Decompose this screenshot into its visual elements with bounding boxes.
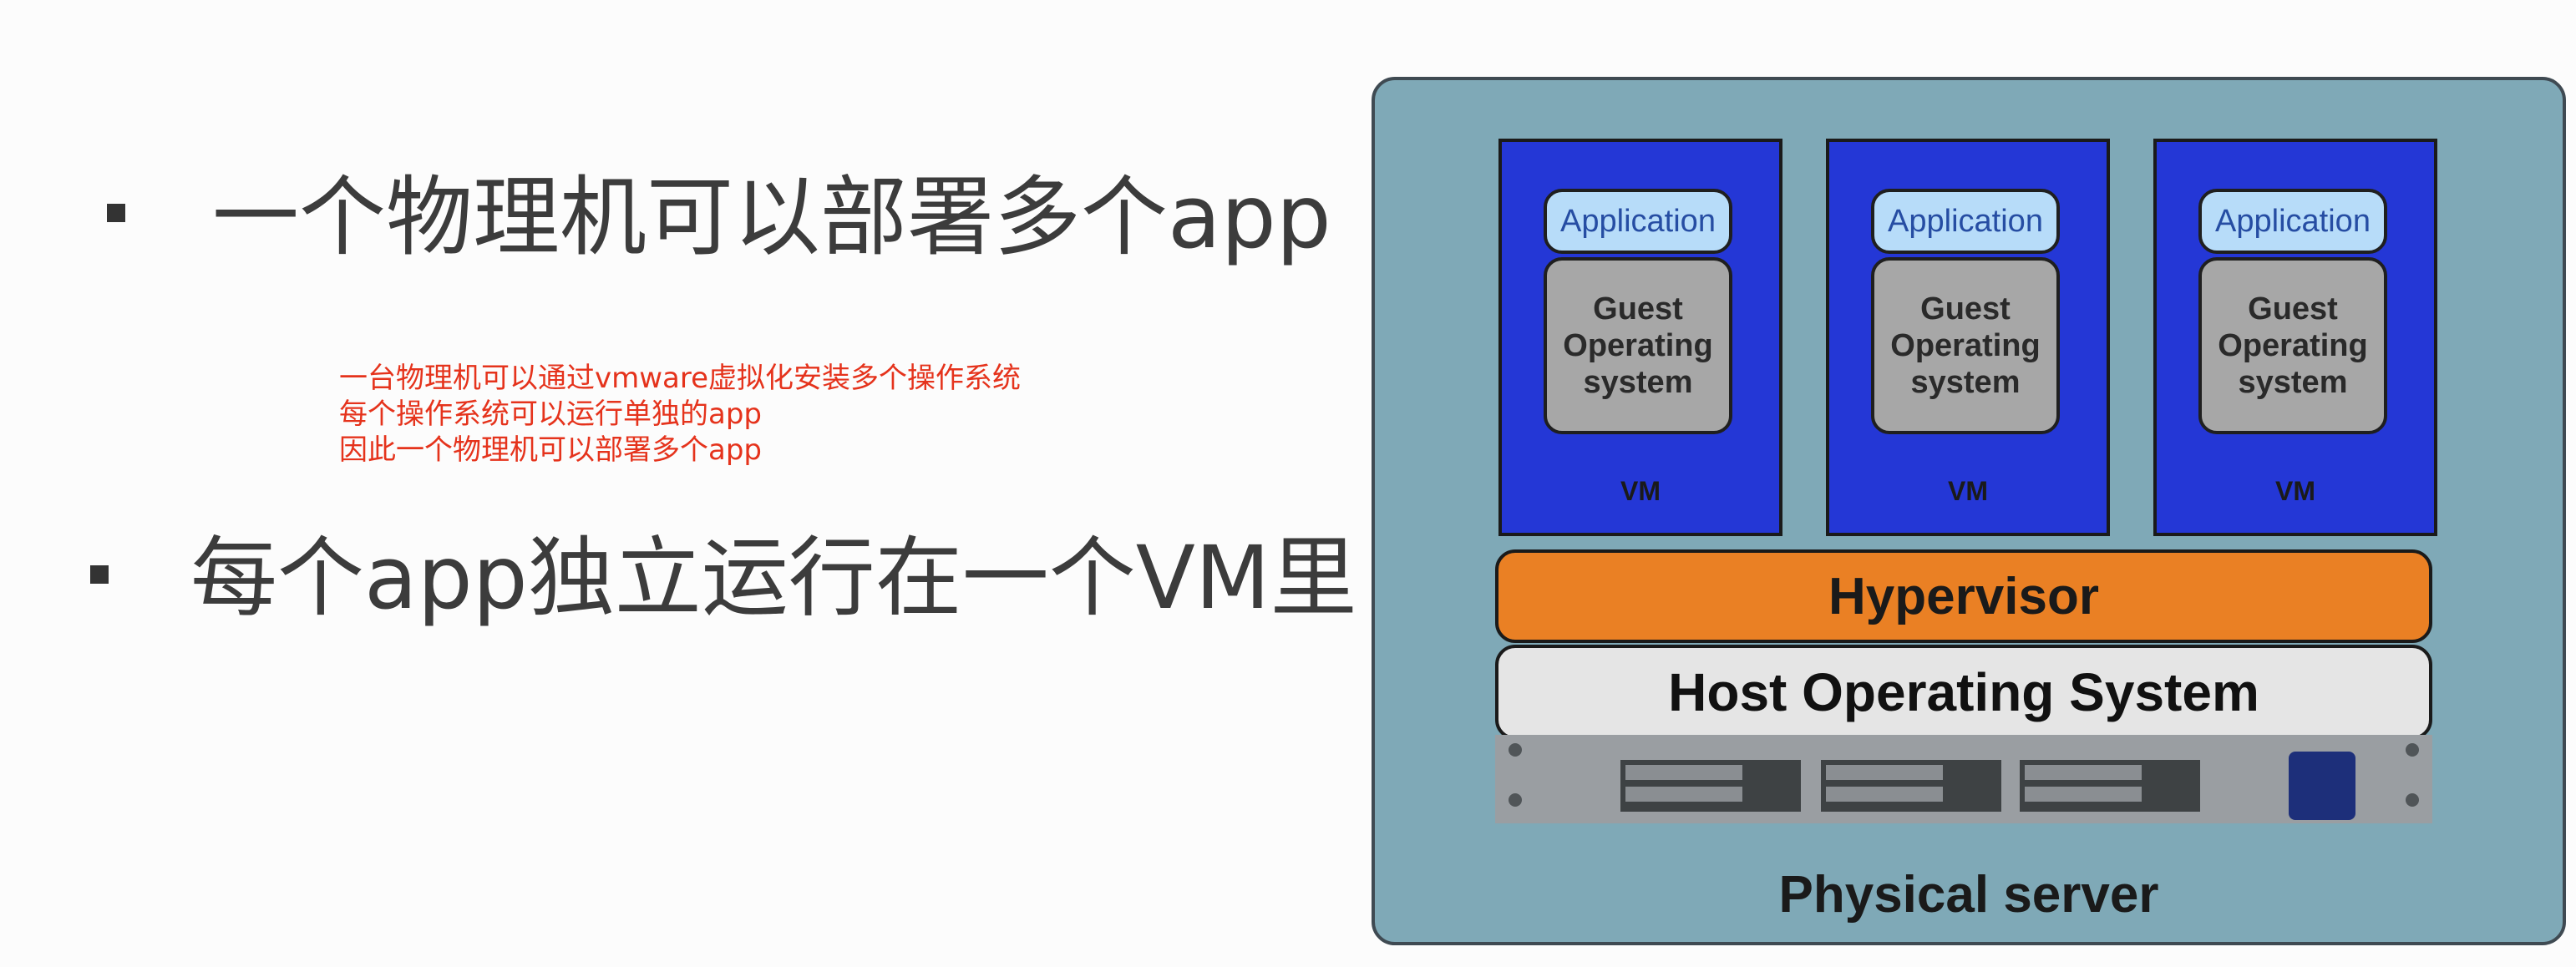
note-line-3: 因此一个物理机可以部署多个app bbox=[339, 433, 762, 467]
note-line-2: 每个操作系统可以运行单独的app bbox=[339, 397, 762, 431]
guest-os-line: Operating bbox=[1563, 328, 1713, 363]
bullet-1-text: 一个物理机可以部署多个app bbox=[212, 166, 1331, 268]
physical-server-label: Physical server bbox=[1778, 866, 2159, 924]
screw-icon bbox=[1509, 793, 1522, 807]
guest-os-line: Guest bbox=[2248, 291, 2338, 327]
bullet-marker-1 bbox=[107, 204, 125, 222]
guest-os-line: Guest bbox=[1920, 291, 2011, 327]
vm-box: Application Guest Operating system VM bbox=[1498, 139, 1782, 536]
bullet-2-text: 每个app独立运行在一个VM里 bbox=[190, 527, 1357, 629]
guest-os-line: system bbox=[1583, 365, 1693, 400]
physical-server: Application Guest Operating system VM Ap… bbox=[1372, 77, 2566, 945]
guest-os-box: Guest Operating system bbox=[1871, 257, 2060, 434]
application-box: Application bbox=[1871, 189, 2060, 254]
vm-label: VM bbox=[1948, 476, 1988, 506]
drive-bay-icon bbox=[1620, 760, 1801, 812]
application-box: Application bbox=[1544, 189, 1732, 254]
drive-bay-icon bbox=[2020, 760, 2200, 812]
vm-label: VM bbox=[2275, 476, 2315, 506]
bullet-marker-2 bbox=[90, 565, 109, 584]
vm-box: Application Guest Operating system VM bbox=[2153, 139, 2437, 536]
guest-os-box: Guest Operating system bbox=[1544, 257, 1732, 434]
note-line-1: 一台物理机可以通过vmware虚拟化安装多个操作系统 bbox=[339, 362, 1022, 395]
vm-label: VM bbox=[1620, 476, 1661, 506]
host-os-layer: Host Operating System bbox=[1495, 645, 2432, 740]
annotation-note: 一台物理机可以通过vmware虚拟化安装多个操作系统 每个操作系统可以运行单独的… bbox=[339, 361, 1021, 468]
server-rack-illustration bbox=[1495, 735, 2432, 823]
screw-icon bbox=[2406, 743, 2419, 757]
power-panel-icon bbox=[2289, 752, 2355, 820]
guest-os-line: Guest bbox=[1593, 291, 1683, 327]
guest-os-box: Guest Operating system bbox=[2198, 257, 2387, 434]
guest-os-line: Operating bbox=[1890, 328, 2041, 363]
screw-icon bbox=[2406, 793, 2419, 807]
guest-os-line: system bbox=[2238, 365, 2348, 400]
guest-os-line: system bbox=[1910, 365, 2021, 400]
screw-icon bbox=[1509, 743, 1522, 757]
drive-bay-icon bbox=[1821, 760, 2001, 812]
application-box: Application bbox=[2198, 189, 2387, 254]
vm-box: Application Guest Operating system VM bbox=[1826, 139, 2110, 536]
hypervisor-layer: Hypervisor bbox=[1495, 549, 2432, 643]
guest-os-line: Operating bbox=[2218, 328, 2368, 363]
